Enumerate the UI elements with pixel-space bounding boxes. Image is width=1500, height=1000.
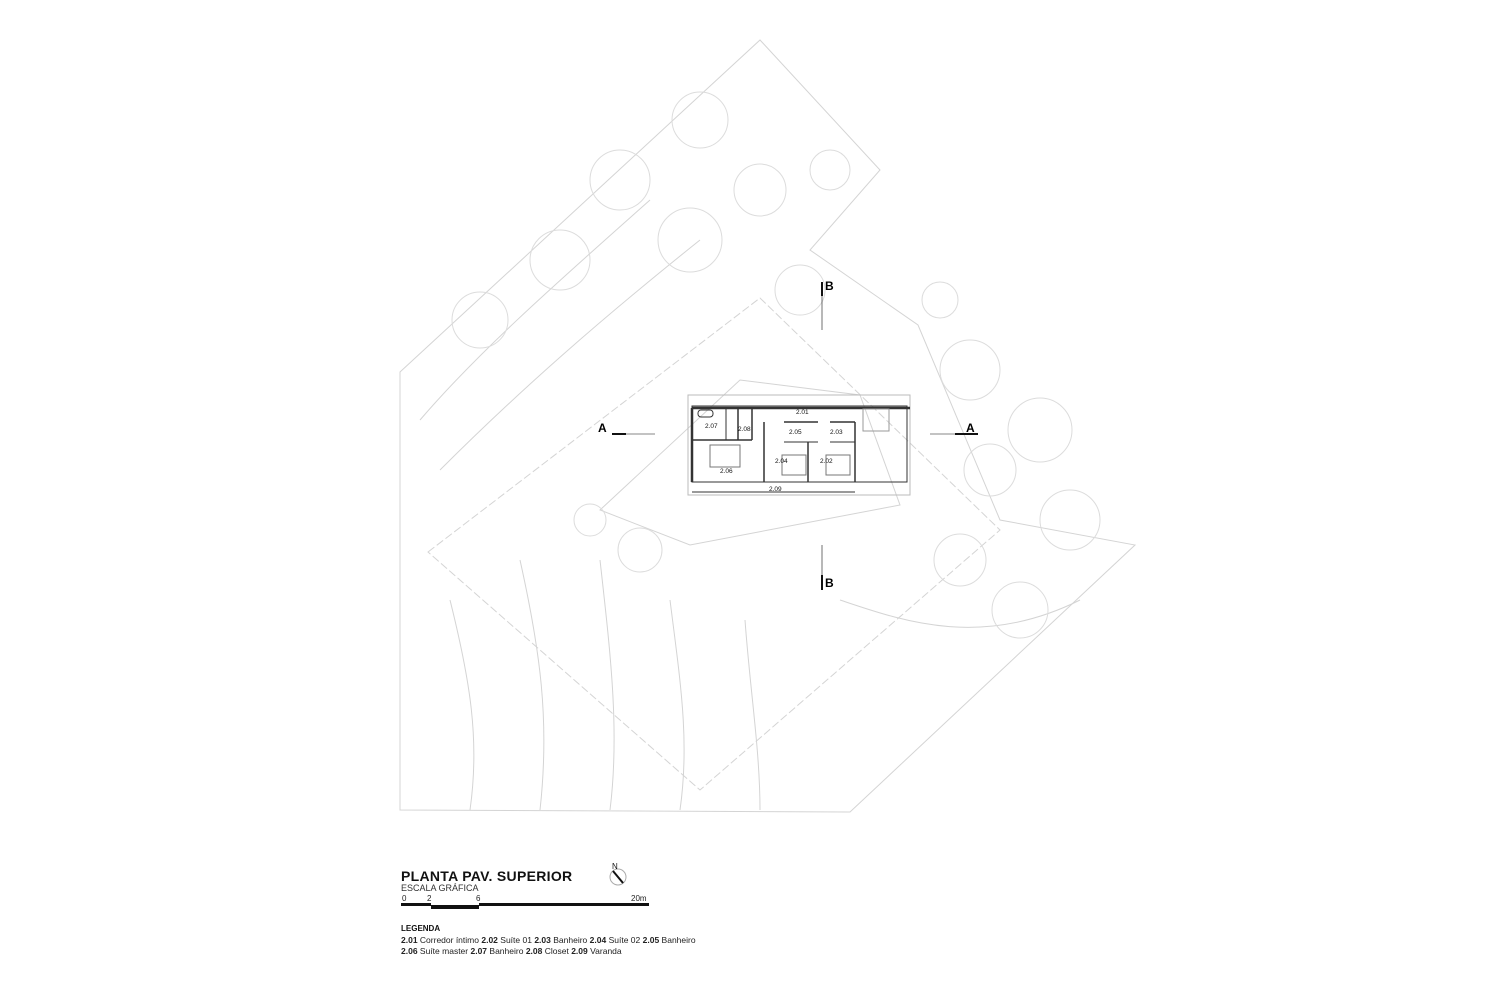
legend-line-2: 2.06 Suíte master 2.07 Banheiro 2.08 Clo… xyxy=(401,946,622,956)
house-upper-floor xyxy=(687,394,911,496)
legend-name: Corredor íntimo xyxy=(419,935,479,945)
scale-tick-0: 0 xyxy=(402,894,407,903)
room-label-2-09: 2.09 xyxy=(769,486,782,493)
section-b-top: B xyxy=(825,279,834,293)
legend-code: 2.09 xyxy=(571,946,588,956)
scale-tick-6: 6 xyxy=(476,894,481,903)
scale-tick-2: 2 xyxy=(427,894,432,903)
graphic-scale-bar xyxy=(401,903,649,909)
room-label-2-06: 2.06 xyxy=(720,468,733,475)
legend-code: 2.05 xyxy=(642,935,660,945)
legend-line-1: 2.01 Corredor íntimo 2.02 Suíte 01 2.03 … xyxy=(401,935,696,945)
legend-name: Banheiro xyxy=(661,935,696,945)
section-lines xyxy=(612,282,978,590)
north-arrow xyxy=(609,868,627,886)
legend-name: Suíte 02 xyxy=(608,935,641,945)
legend-code: 2.03 xyxy=(534,935,551,945)
room-label-2-05: 2.05 xyxy=(789,429,802,436)
legend-heading: LEGENDA xyxy=(401,924,441,933)
section-b-bottom: B xyxy=(825,576,834,590)
scale-tick-20m: 20m xyxy=(631,894,647,903)
legend-code: 2.07 xyxy=(470,946,488,956)
legend-name: Closet xyxy=(544,946,569,956)
legend-name: Banheiro xyxy=(553,935,588,945)
section-a-left: A xyxy=(598,421,607,435)
legend-code: 2.01 xyxy=(401,935,418,945)
legend-name: Varanda xyxy=(590,946,622,956)
legend-code: 2.04 xyxy=(589,935,607,945)
drawing-title: PLANTA PAV. SUPERIOR xyxy=(401,868,573,884)
ground-floor-outline xyxy=(599,379,901,546)
legend-code: 2.08 xyxy=(525,946,543,956)
room-label-2-07: 2.07 xyxy=(705,423,718,430)
room-label-2-03: 2.03 xyxy=(830,429,843,436)
north-label: N xyxy=(612,862,618,871)
room-label-2-08: 2.08 xyxy=(738,426,751,433)
lot-boundary xyxy=(399,39,1137,813)
room-label-2-02: 2.02 xyxy=(820,458,833,465)
contour-lines xyxy=(419,199,1081,811)
building-setback-outline xyxy=(427,297,1001,791)
legend-name: Suíte 01 xyxy=(500,935,532,945)
section-a-right: A xyxy=(966,421,975,435)
legend-code: 2.06 xyxy=(401,946,418,956)
legend-code: 2.02 xyxy=(481,935,498,945)
legend-name: Banheiro xyxy=(489,946,524,956)
scale-label: ESCALA GRÁFICA xyxy=(401,883,479,893)
room-label-2-04: 2.04 xyxy=(775,458,788,465)
room-label-2-01: 2.01 xyxy=(796,409,809,416)
trees xyxy=(451,91,1101,639)
legend-name: Suíte master xyxy=(419,946,469,956)
